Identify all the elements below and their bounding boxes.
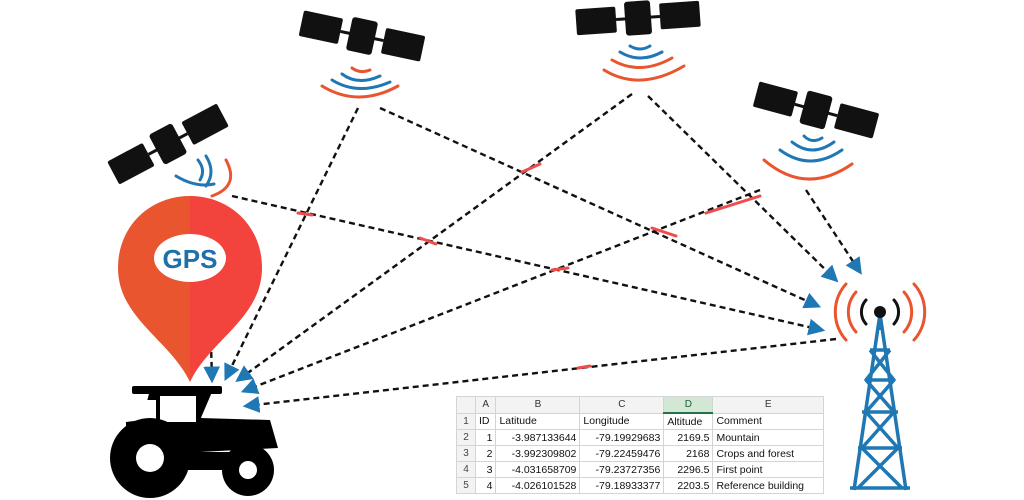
satellite-icon <box>573 0 703 41</box>
cell-id[interactable]: 2 <box>474 445 497 462</box>
table-row: 2 1 -3.987133644 -79.19929683 2169.5 Mou… <box>456 429 824 446</box>
signal-path <box>231 194 826 336</box>
header-cell[interactable]: Altitude <box>663 412 714 430</box>
cell-id[interactable]: 3 <box>474 461 497 478</box>
signal-path <box>379 106 822 309</box>
signal-path <box>235 93 633 382</box>
cell-altitude[interactable]: 2168 <box>663 445 714 462</box>
cell-longitude[interactable]: -79.19929683 <box>579 429 665 446</box>
signal-path <box>242 337 837 413</box>
signal-waves-icon <box>762 134 854 181</box>
header-cell[interactable]: ID <box>474 412 497 430</box>
signal-waves-icon <box>174 154 233 198</box>
row-number[interactable]: 5 <box>456 477 476 494</box>
cell-altitude[interactable]: 2296.5 <box>663 461 714 478</box>
row-number[interactable]: 1 <box>456 412 476 430</box>
cell-comment[interactable]: Crops and forest <box>712 445 824 462</box>
cell-latitude[interactable]: -4.026101528 <box>495 477 581 494</box>
intersection-marks <box>296 162 762 370</box>
signal-waves-icon <box>602 44 686 82</box>
signal-waves-icon <box>833 282 927 342</box>
cell-longitude[interactable]: -79.18933377 <box>579 477 665 494</box>
column-letter-row: A B C D E <box>456 396 824 414</box>
column-letter[interactable]: E <box>712 396 824 414</box>
signal-path <box>647 95 839 283</box>
radio-tower-icon <box>850 313 910 491</box>
gps-pin-icon: GPS <box>118 196 262 382</box>
column-letter-selected[interactable]: D <box>663 396 714 414</box>
gps-label: GPS <box>163 244 218 274</box>
table-row: 3 2 -3.992309802 -79.22459476 2168 Crops… <box>456 445 824 462</box>
cell-comment[interactable]: Reference building <box>712 477 824 494</box>
cell-comment[interactable]: Mountain <box>712 429 824 446</box>
cell-altitude[interactable]: 2169.5 <box>663 429 714 446</box>
cell-longitude[interactable]: -79.22459476 <box>579 445 665 462</box>
table-row: 1 ID Latitude Longitude Altitude Comment <box>456 412 824 430</box>
row-number[interactable]: 4 <box>456 461 476 478</box>
column-letter[interactable]: A <box>474 396 497 414</box>
cell-latitude[interactable]: -3.987133644 <box>495 429 581 446</box>
cell-altitude[interactable]: 2203.5 <box>663 477 714 494</box>
table-row: 4 3 -4.031658709 -79.23727356 2296.5 Fir… <box>456 461 824 478</box>
satellite-icon <box>750 76 882 144</box>
column-letter[interactable]: B <box>495 396 581 414</box>
signal-path <box>240 188 761 394</box>
signal-waves-icon <box>320 66 400 99</box>
table-row: 5 4 -4.026101528 -79.18933377 2203.5 Ref… <box>456 477 824 494</box>
cell-comment[interactable]: First point <box>712 461 824 478</box>
header-cell[interactable]: Comment <box>712 412 824 430</box>
sheet-corner <box>456 396 476 414</box>
header-cell[interactable]: Latitude <box>495 412 581 430</box>
coordinates-spreadsheet: A B C D E 1 ID Latitude Longitude Altitu… <box>456 396 824 494</box>
header-cell[interactable]: Longitude <box>579 412 665 430</box>
satellite-icon <box>296 4 428 68</box>
signal-path <box>224 107 360 382</box>
row-number[interactable]: 3 <box>456 445 476 462</box>
cell-latitude[interactable]: -4.031658709 <box>495 461 581 478</box>
cell-latitude[interactable]: -3.992309802 <box>495 445 581 462</box>
row-number[interactable]: 2 <box>456 429 476 446</box>
cell-longitude[interactable]: -79.23727356 <box>579 461 665 478</box>
signal-paths <box>203 93 862 413</box>
tractor-icon <box>110 386 278 498</box>
cell-id[interactable]: 4 <box>474 477 497 494</box>
cell-id[interactable]: 1 <box>474 429 497 446</box>
column-letter[interactable]: C <box>579 396 665 414</box>
signal-path <box>804 189 862 275</box>
